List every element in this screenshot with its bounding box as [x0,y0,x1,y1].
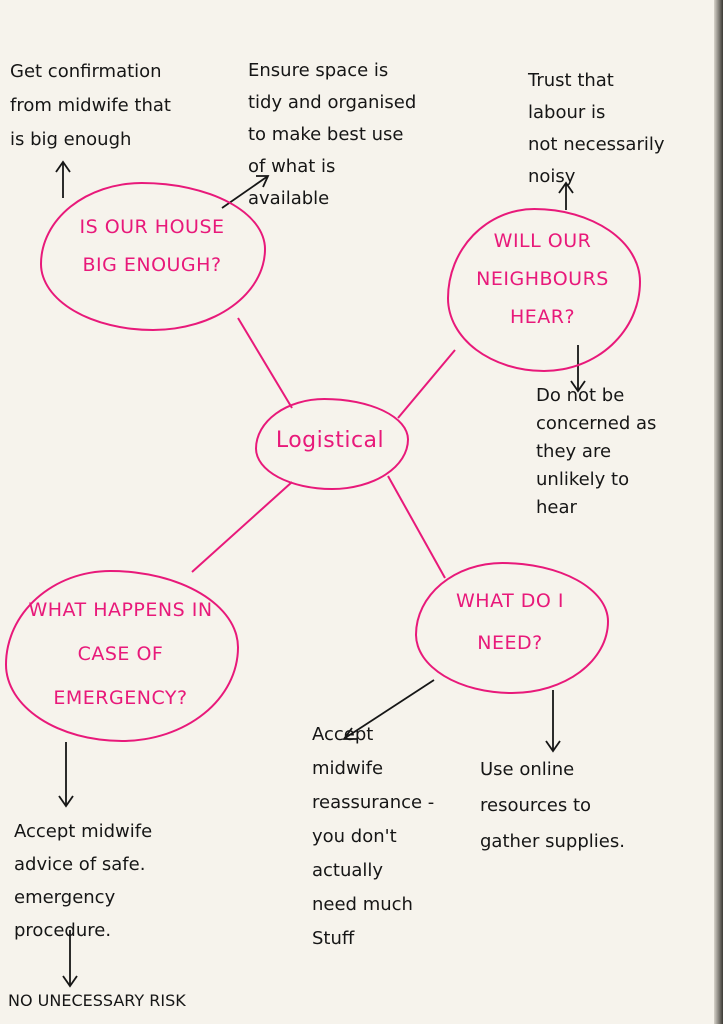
central-cloud [255,398,409,490]
note-neighbours-trust: Trust that labour is not necessarily noi… [528,70,665,187]
topic-cloud-neighbours [447,208,641,372]
note-house-space: Ensure space is tidy and organised to ma… [248,60,417,209]
arrow-need-online [545,690,561,753]
connector-neighbours [397,349,456,419]
topic-house: IS OUR HOUSE BIG ENOUGH? [79,216,225,276]
connector-emergency [191,481,293,573]
central-topic-logistical: Logistical [275,428,385,453]
connector-need [387,475,446,579]
topic-neighbours: WILL OUR NEIGHBOURS HEAR? [476,230,609,328]
arrow-emergency-risk [62,930,78,988]
note-need-online: Use online resources to gather supplies. [480,759,625,852]
note-emergency-risk: NO UNECESSARY RISK [8,991,186,1010]
note-neighbours-concern: Do not be concerned as they are unlikely… [536,385,657,518]
topic-cloud-house [40,182,266,331]
topic-need: WHAT DO I NEED? [456,590,564,654]
connector-house [237,317,293,409]
arrow-emergency-advice [58,742,74,808]
arrow-house-confirmation [55,160,71,198]
topic-cloud-emergency [5,570,239,742]
note-emergency-advice: Accept midwife advice of safe. emergency… [14,821,153,941]
note-house-confirmation: Get confirmation from midwife that is bi… [10,61,171,150]
arrow-need-reassurance [342,679,435,740]
arrow-neighbours-trust [558,181,574,210]
topic-emergency: WHAT HAPPENS IN CASE OF EMERGENCY? [28,599,213,709]
topic-cloud-need [415,562,609,694]
page-edge-shadow [714,0,723,1024]
note-need-reassurance: Accept midwife reassurance - you don't a… [312,724,435,949]
